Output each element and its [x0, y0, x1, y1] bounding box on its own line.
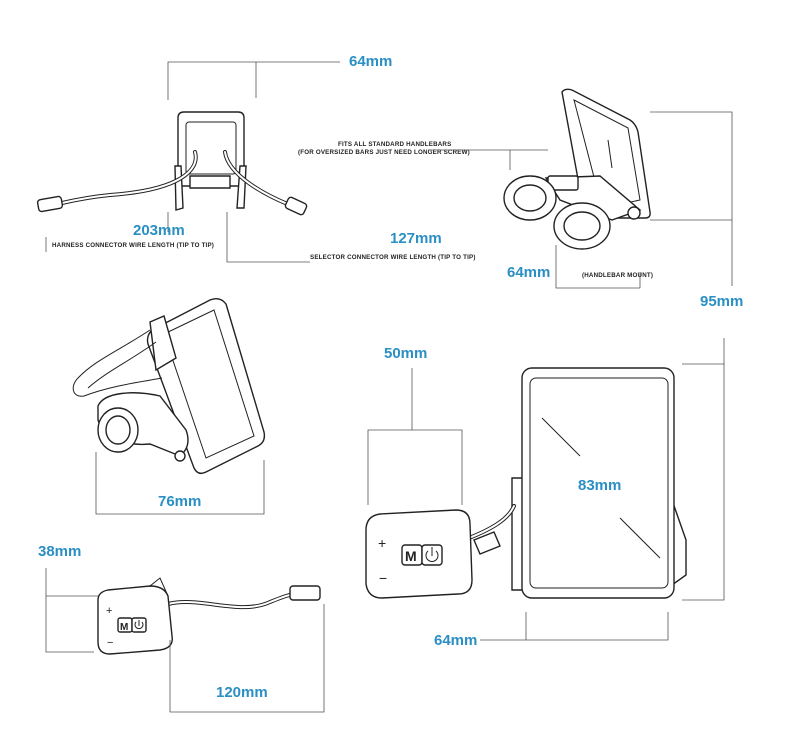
- dim-top-width: 64mm: [349, 53, 392, 70]
- small-power-icon[interactable]: [131, 617, 147, 633]
- dim-harness-length: 203mm: [133, 222, 185, 239]
- dim-remote-wire-length: 120mm: [216, 684, 268, 701]
- mount-caption: (HANDLEBAR MOUNT): [582, 272, 653, 279]
- display-back-view: 64mm 203mm HARNESS CONNECTOR WIRE LENGTH…: [36, 53, 476, 263]
- fits-note-line2: (FOR OVERSIZED BARS JUST NEED LONGER SCR…: [298, 149, 470, 156]
- dim-height: 95mm: [700, 293, 743, 310]
- display-side-view: 76mm: [72, 297, 266, 515]
- dim-screen-diagonal: 83mm: [578, 477, 621, 494]
- dim-side-depth: 76mm: [158, 493, 201, 510]
- dim-mount-width: 64mm: [507, 264, 550, 281]
- power-icon[interactable]: [421, 544, 443, 566]
- mode-button-label: M: [405, 548, 417, 564]
- small-mode-label: M: [120, 622, 128, 633]
- dim-remote-height: 38mm: [38, 543, 81, 560]
- dim-remote-depth: 50mm: [384, 345, 427, 362]
- fits-note-line1: FITS ALL STANDARD HANDLEBARS: [338, 141, 451, 148]
- remote-minus-label: −: [379, 570, 387, 586]
- remote-mode-button[interactable]: M: [401, 544, 423, 566]
- dim-selector-length: 127mm: [390, 230, 442, 247]
- dim-front-width: 64mm: [434, 632, 477, 649]
- harness-caption: HARNESS CONNECTOR WIRE LENGTH (TIP TO TI…: [52, 242, 214, 249]
- remote-control-view: 38mm + − M 120mm: [38, 543, 325, 713]
- display-front-view: 50mm 83mm + − M 64mm: [365, 338, 725, 649]
- remote-plus-label: +: [378, 535, 386, 551]
- small-remote-mode-button[interactable]: M: [117, 617, 133, 633]
- display-mount-view: FITS ALL STANDARD HANDLEBARS (FOR OVERSI…: [298, 88, 733, 289]
- small-remote-minus: −: [107, 637, 113, 649]
- selector-caption: SELECTOR CONNECTOR WIRE LENGTH (TIP TO T…: [310, 254, 476, 261]
- small-remote-plus: +: [106, 605, 112, 617]
